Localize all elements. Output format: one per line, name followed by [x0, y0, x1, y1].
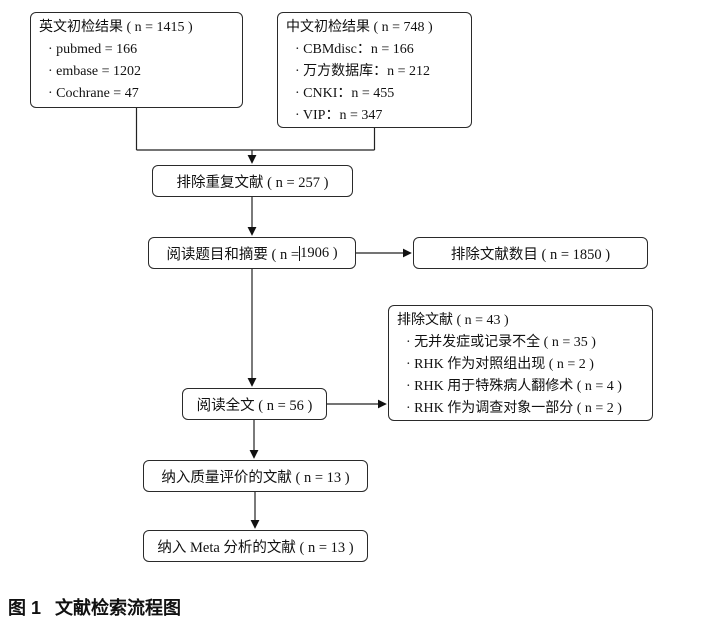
quality-evaluation-box: 纳入质量评价的文献 ( n = 13 ): [143, 460, 368, 492]
excluded-detail-box: 排除文献 ( n = 43 ) · 无并发症或记录不全 ( n = 35 ) ·…: [388, 305, 653, 421]
read-title-abstract-label-after: 1906 ): [300, 244, 338, 261]
english-results-box: 英文初检结果 ( n = 1415 ) · pubmed = 166 · emb…: [30, 12, 243, 108]
figure-caption-title: 文献检索流程图: [55, 598, 182, 618]
english-results-item-embase: · embase = 1202: [48, 64, 142, 79]
excluded-detail-item-incomplete: · 无并发症或记录不全 ( n = 35 ): [406, 335, 596, 350]
meta-analysis-label: 纳入 Meta 分析的文献 ( n = 13 ): [157, 539, 354, 556]
chinese-results-item-vip: · VIP：n = 347: [295, 108, 383, 123]
english-results-item-pubmed: · pubmed = 166: [48, 42, 138, 57]
excluded-detail-item-survey: · RHK 作为调查对象一部分 ( n = 2 ): [406, 401, 622, 416]
excluded-detail-item-control: · RHK 作为对照组出现 ( n = 2 ): [406, 357, 594, 372]
figure-caption-number: 图 1: [8, 598, 42, 618]
chinese-results-item-cnki: · CNKI：n = 455: [295, 86, 395, 101]
read-title-abstract-box: 阅读题目和摘要 ( n = 1906 ): [148, 237, 356, 269]
chinese-results-item-cbmdisc: · CBMdisc：n = 166: [295, 42, 414, 57]
read-title-abstract-label-before: 阅读题目和摘要 ( n =: [166, 246, 300, 263]
english-results-title: 英文初检结果 ( n = 1415 ): [39, 20, 193, 35]
chinese-results-title: 中文初检结果 ( n = 748 ): [286, 20, 433, 35]
excluded-detail-item-revision: · RHK 用于特殊病人翻修术 ( n = 4 ): [406, 379, 622, 394]
read-fulltext-label: 阅读全文 ( n = 56 ): [196, 397, 313, 414]
meta-analysis-box: 纳入 Meta 分析的文献 ( n = 13 ): [143, 530, 368, 562]
read-fulltext-box: 阅读全文 ( n = 56 ): [182, 388, 327, 420]
text-cursor: [299, 245, 301, 261]
chinese-results-box: 中文初检结果 ( n = 748 ) · CBMdisc：n = 166 · 万…: [277, 12, 472, 128]
excluded-detail-title: 排除文献 ( n = 43 ): [397, 313, 509, 328]
remove-duplicates-box: 排除重复文献 ( n = 257 ): [152, 165, 353, 197]
excluded-count-box: 排除文献数目 ( n = 1850 ): [413, 237, 648, 269]
quality-evaluation-label: 纳入质量评价的文献 ( n = 13 ): [161, 469, 350, 486]
chinese-results-item-wanfang: · 万方数据库：n = 212: [295, 64, 431, 79]
english-results-item-cochrane: · Cochrane = 47: [48, 86, 139, 101]
excluded-count-label: 排除文献数目 ( n = 1850 ): [450, 246, 611, 263]
figure-caption: 图 1 文献检索流程图: [8, 594, 181, 620]
remove-duplicates-label: 排除重复文献 ( n = 257 ): [176, 174, 329, 191]
